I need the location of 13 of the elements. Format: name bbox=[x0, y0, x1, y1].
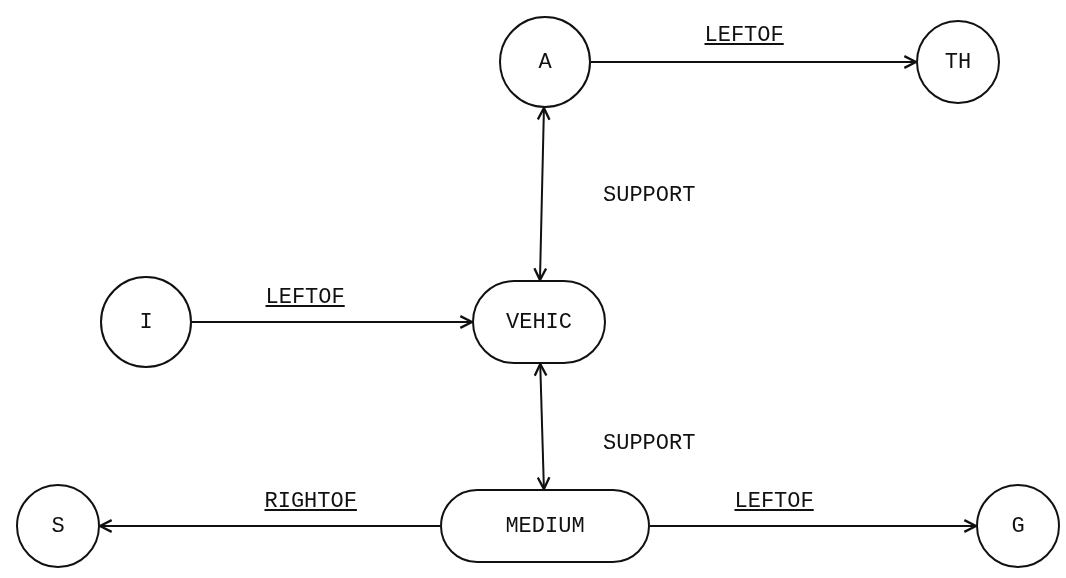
arrow bbox=[98, 519, 441, 533]
node-label: A bbox=[538, 49, 552, 75]
arrow bbox=[649, 519, 978, 533]
node-label: MEDIUM bbox=[505, 513, 585, 539]
node-label: S bbox=[51, 513, 65, 539]
arrow bbox=[533, 362, 551, 491]
arrow bbox=[533, 106, 551, 282]
node-label: I bbox=[139, 309, 153, 335]
node-label: G bbox=[1011, 513, 1025, 539]
arrow bbox=[191, 315, 474, 329]
node-label: VEHIC bbox=[506, 309, 572, 335]
node-label: TH bbox=[944, 49, 972, 75]
arrow bbox=[590, 55, 918, 69]
